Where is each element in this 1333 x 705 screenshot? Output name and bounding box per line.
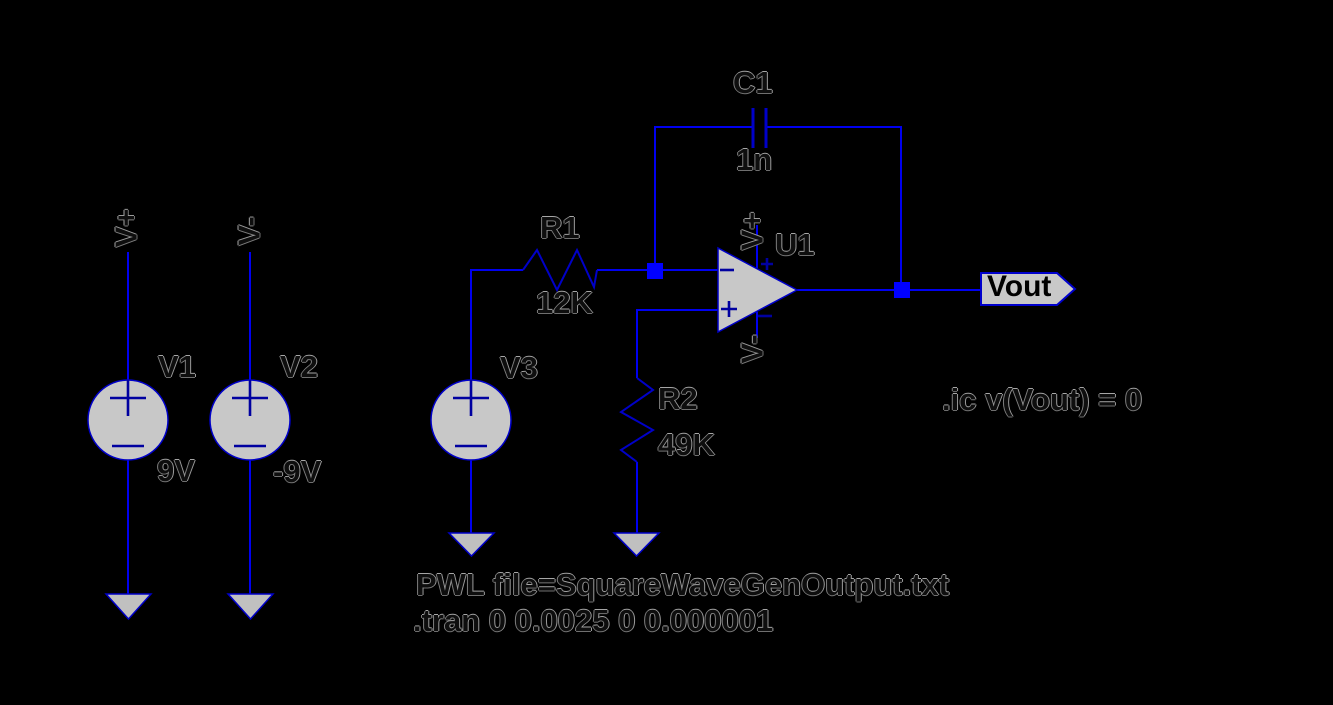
v2-net-label-vminus[interactable]: V- (231, 216, 267, 246)
v3-plus-minus-marks (453, 380, 489, 448)
junction-inverting-node (647, 263, 663, 279)
c1-designator-label[interactable]: C1 (733, 65, 773, 100)
pwl-directive-text[interactable]: PWL file=SquareWaveGenOutput.txt (416, 567, 950, 602)
r1-value-label[interactable]: 12K (536, 285, 593, 320)
c1-capacitor-symbol[interactable] (751, 108, 768, 148)
u1-vplus-pin-label: V+ (734, 211, 770, 251)
wire-feedback-left[interactable] (654, 126, 752, 270)
v2-voltage-source-symbol[interactable] (209, 379, 291, 461)
vout-port-label[interactable]: Vout (987, 270, 1052, 303)
vout-port-flag[interactable] (980, 272, 1077, 306)
v3-ground-symbol[interactable] (447, 532, 496, 558)
junction-output-node (894, 282, 910, 298)
r2-resistor-symbol[interactable] (619, 377, 655, 463)
tran-directive-text[interactable]: .tran 0 0.0025 0 0.000001 (413, 603, 774, 638)
r2-designator-label[interactable]: R2 (658, 381, 698, 416)
u1-designator-label[interactable]: U1 (775, 227, 815, 262)
v1-designator-label[interactable]: V1 (158, 349, 196, 384)
v2-value-label[interactable]: -9V (273, 454, 322, 489)
v3-designator-label[interactable]: V3 (500, 350, 538, 385)
r1-designator-label[interactable]: R1 (540, 210, 580, 245)
c1-value-label[interactable]: 1n (736, 142, 773, 177)
v3-voltage-source-symbol[interactable] (430, 379, 512, 461)
v2-designator-label[interactable]: V2 (280, 349, 318, 384)
u1-vminus-pin-label: V- (734, 334, 770, 364)
v2-plus-minus-marks (232, 380, 268, 448)
u1-noninverting-input-mark (721, 301, 737, 317)
v1-value-label[interactable]: 9V (157, 453, 195, 488)
r1-resistor-symbol[interactable] (522, 247, 598, 293)
wire-noninv-to-r2[interactable] (636, 309, 718, 378)
wire-feedback-right[interactable] (767, 126, 902, 286)
ic-directive-text[interactable]: .ic v(Vout) = 0 (942, 382, 1143, 417)
u1-opamp-symbol[interactable] (717, 246, 799, 334)
u1-vplus-mark (761, 258, 773, 270)
wire-v3-to-r1[interactable] (470, 269, 523, 381)
v1-plus-minus-marks (110, 380, 146, 448)
u1-triangle[interactable] (717, 246, 799, 334)
r2-value-label[interactable]: 49K (658, 427, 715, 462)
v2-ground-symbol[interactable] (226, 593, 275, 621)
v1-voltage-source-symbol[interactable] (87, 379, 169, 461)
v1-net-label-vplus[interactable]: V+ (108, 208, 144, 248)
v1-ground-symbol[interactable] (104, 593, 153, 621)
r2-ground-symbol[interactable] (612, 532, 661, 558)
